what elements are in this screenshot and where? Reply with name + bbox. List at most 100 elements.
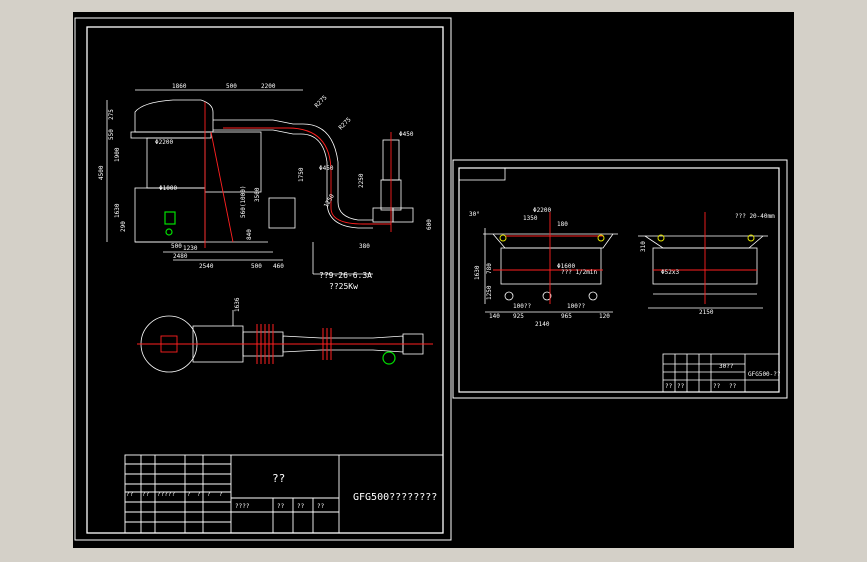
tb-label-7: ? [219, 491, 223, 498]
cyclone-housing [204, 131, 262, 193]
dim-misc-14: 600 [426, 219, 433, 230]
dim-misc-5: 1250 [323, 193, 336, 209]
left-sheet-outer-border [74, 17, 452, 541]
base-frame [134, 187, 206, 243]
right-sheet-inner-border [458, 167, 780, 393]
tb-label-3: ????? [157, 491, 175, 498]
tb-label-1: ?? [126, 491, 134, 498]
plan-dim-1: 1636 [234, 297, 241, 312]
dim-top-1: 1860 [172, 83, 187, 90]
dim-left-3: 1900 [114, 147, 121, 162]
rs-tb-name: GFG500-?? [748, 371, 781, 378]
left-title-block [124, 454, 444, 534]
cart-wheel-1 [504, 291, 514, 301]
yellow-marker-3 [657, 234, 665, 242]
cad-drawing: 1860 500 2200 275 550 1900 4500 1630 290… [74, 17, 788, 541]
plan-green-valve [382, 351, 396, 365]
title-block-center: ?? [272, 472, 285, 485]
tb-bottom-3: ?? [297, 503, 305, 510]
rs-dim-misc-1: Φ1600 [557, 263, 575, 270]
elevation-red-lines [204, 102, 392, 248]
cart-frame [500, 247, 602, 285]
dim-misc-8: 3500 [254, 187, 261, 202]
dim-misc-1: Φ2200 [155, 139, 173, 146]
dim-top-2: 500 [226, 83, 237, 90]
dim-misc-10: R275 [337, 116, 352, 131]
rs-dim-bottom-1: 140 [489, 313, 500, 320]
dim-left-4: 4500 [98, 165, 105, 180]
rs-tb-label-3: ?? [713, 383, 721, 390]
dim-bottom-1: 1230 [183, 245, 198, 252]
rs-tb-top-right: 30?? [719, 363, 734, 370]
left-sheet-inner-border [86, 26, 444, 534]
rs-dim-top-2: 1350 [523, 215, 538, 222]
plan-outlet [160, 335, 178, 353]
air-duct-outer [213, 119, 373, 221]
dim-misc-9: 560(1000) [240, 185, 247, 218]
duct-centerline [223, 127, 391, 225]
title-block-frame [124, 454, 444, 534]
rs-dim-misc-3: 100?? [513, 303, 531, 310]
rs-dim-left-1: 1630 [474, 265, 481, 280]
tb-bottom-4: ?? [317, 503, 325, 510]
left-sheet: 1860 500 2200 275 550 1900 4500 1630 290… [74, 17, 452, 541]
rs-dim-bottom-4: 120 [599, 313, 610, 320]
tank-top [134, 99, 214, 133]
cart-wheel-3 [588, 291, 598, 301]
cart-side-view [638, 235, 768, 309]
fan-motor [392, 207, 414, 223]
elevation-green [164, 211, 176, 236]
dim-bottom-5: 460 [273, 263, 284, 270]
rs-dim-bottom-3: 965 [561, 313, 572, 320]
motor-spec-line2: ??25Kw [329, 282, 358, 291]
dim-misc-13: 380 [359, 243, 370, 250]
dim-left-1: 275 [108, 109, 115, 120]
green-valve-handle [165, 228, 173, 236]
tb-label-4: ? [187, 491, 191, 498]
dim-left-2: 550 [108, 129, 115, 140]
dim-misc-2: Φ1000 [159, 185, 177, 192]
dim-top-3: 2200 [261, 83, 276, 90]
rs-tb-label-1: ?? [665, 383, 673, 390]
rs-tb-label-4: ?? [729, 383, 737, 390]
plan-view [140, 310, 424, 373]
tb-label-6: ? [207, 491, 211, 498]
side-bowl [644, 235, 764, 249]
dim-misc-11: R275 [313, 94, 328, 109]
plan-ribs [256, 324, 332, 364]
right-sheet-outer-border [452, 159, 788, 399]
dim-bottom-2: 2480 [173, 253, 188, 260]
right-title-frame [662, 353, 780, 393]
drawing-name: GFG500???????? [353, 492, 437, 503]
air-duct-inner [213, 129, 373, 229]
dim-bottom-4: 500 [251, 263, 262, 270]
cone-red-line [210, 131, 234, 243]
rs-dim-misc-5: 30° [469, 211, 480, 218]
tb-bottom-1: ???? [235, 503, 250, 510]
green-valve [164, 211, 176, 225]
rs-dim-misc-7: Φ52x3 [661, 269, 679, 276]
motor-spec-line1: ??9-26-6.3A [319, 271, 372, 280]
rs-dim-misc-8: 2150 [699, 309, 714, 316]
cart-yellow [499, 234, 755, 242]
cart-front-red [493, 212, 603, 304]
rs-dim-left-2: 780 [486, 263, 493, 274]
yellow-marker-1 [499, 234, 507, 242]
right-sheet-corner-tag [458, 167, 506, 181]
dim-left-6: 290 [120, 221, 127, 232]
rs-dim-left-3: 1250 [486, 285, 493, 300]
rs-dim-misc-6: ??? 20-40mm [735, 213, 775, 220]
dim-misc-3: 1750 [298, 167, 305, 182]
rs-dim-misc-2: ??? 1/2min [561, 269, 598, 276]
rs-dim-misc-9: 310 [640, 241, 647, 252]
tb-label-5: ? [197, 491, 201, 498]
dim-misc-15: 500 [171, 243, 182, 250]
yellow-marker-2 [597, 234, 605, 242]
rs-dim-bottom-2: 925 [513, 313, 524, 320]
dim-misc-12: 840 [246, 229, 253, 240]
rs-dim-misc-4: 100?? [567, 303, 585, 310]
cad-drawing-canvas: 1860 500 2200 275 550 1900 4500 1630 290… [73, 12, 794, 548]
dim-bottom-3: 2540 [199, 263, 214, 270]
dim-left-5: 1630 [114, 203, 121, 218]
tank-flange [130, 131, 212, 139]
